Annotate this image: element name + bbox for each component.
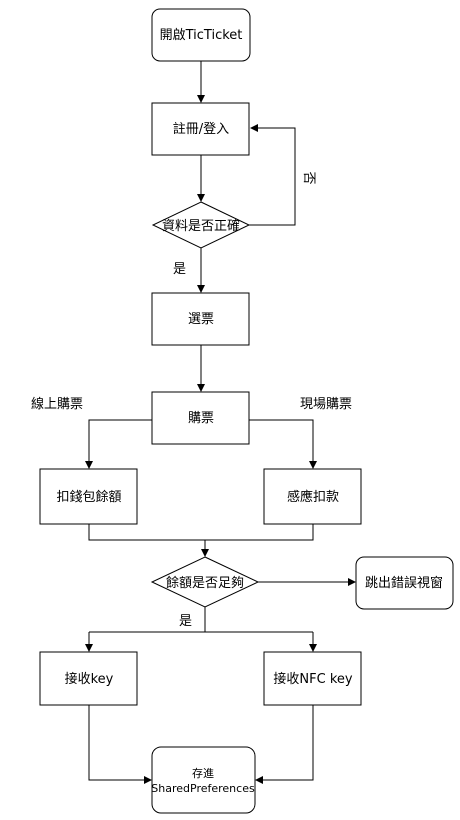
receive-nfc-key-node: [263, 651, 362, 706]
start-node-label: 開啟TicTicket: [160, 28, 243, 43]
deduct-wallet-node: [39, 468, 138, 525]
arrowhead: [250, 124, 258, 132]
arrowhead: [85, 644, 93, 652]
edge-label-yes-balance: 是: [179, 614, 192, 629]
arrowhead: [348, 578, 356, 586]
select-ticket-label: 選票: [188, 312, 214, 327]
register-node: [151, 102, 250, 156]
arrowhead: [255, 776, 263, 784]
edge-nfc-key-store: [262, 705, 314, 781]
error-window-node: [355, 556, 454, 610]
edge-buy-nfc: [249, 419, 314, 462]
arrowhead: [309, 644, 317, 652]
store-label-line1: 存進: [192, 766, 214, 780]
edge-merge-balance: [88, 524, 314, 550]
store-label-line2: SharedPreferences: [151, 782, 255, 795]
edge-label-yes-data: 是: [173, 262, 186, 277]
error-window-label: 跳出錯誤視窗: [365, 575, 443, 591]
edge-buy-deduct: [88, 419, 152, 462]
edge-label-onsite-purchase: 現場購票: [300, 397, 352, 412]
check-data-decision: [151, 201, 251, 249]
check-balance-label: 餘額是否足夠: [166, 575, 244, 591]
edge-key-store: [88, 705, 145, 781]
edge-label-no: 否: [301, 171, 316, 184]
arrowhead: [85, 461, 93, 469]
buy-ticket-label: 購票: [188, 411, 214, 426]
edge-balance-yes-split: [88, 607, 314, 645]
register-node-label: 註冊/登入: [173, 122, 229, 137]
check-balance-decision: [150, 556, 260, 608]
check-data-label: 資料是否正確: [162, 218, 240, 234]
select-ticket-node: [151, 292, 250, 346]
arrowhead: [197, 285, 205, 293]
receive-nfc-key-label: 接收NFC key: [273, 671, 352, 687]
receive-key-label: 接收key: [65, 671, 114, 687]
arrowhead: [197, 95, 205, 103]
edge-label-online-purchase: 線上購票: [31, 396, 83, 412]
nfc-deduct-node: [263, 468, 362, 525]
deduct-wallet-label: 扣錢包餘額: [56, 489, 121, 505]
arrowhead: [197, 384, 205, 392]
edge-check-no-register: [249, 127, 296, 226]
arrowhead: [201, 549, 209, 557]
arrowhead: [144, 776, 152, 784]
receive-key-node: [39, 651, 138, 706]
nfc-deduct-label: 感應扣款: [287, 489, 339, 505]
store-node: [151, 746, 256, 814]
arrowhead: [309, 461, 317, 469]
buy-ticket-node: [151, 391, 250, 445]
start-node: [151, 8, 251, 62]
arrowhead: [197, 194, 205, 202]
